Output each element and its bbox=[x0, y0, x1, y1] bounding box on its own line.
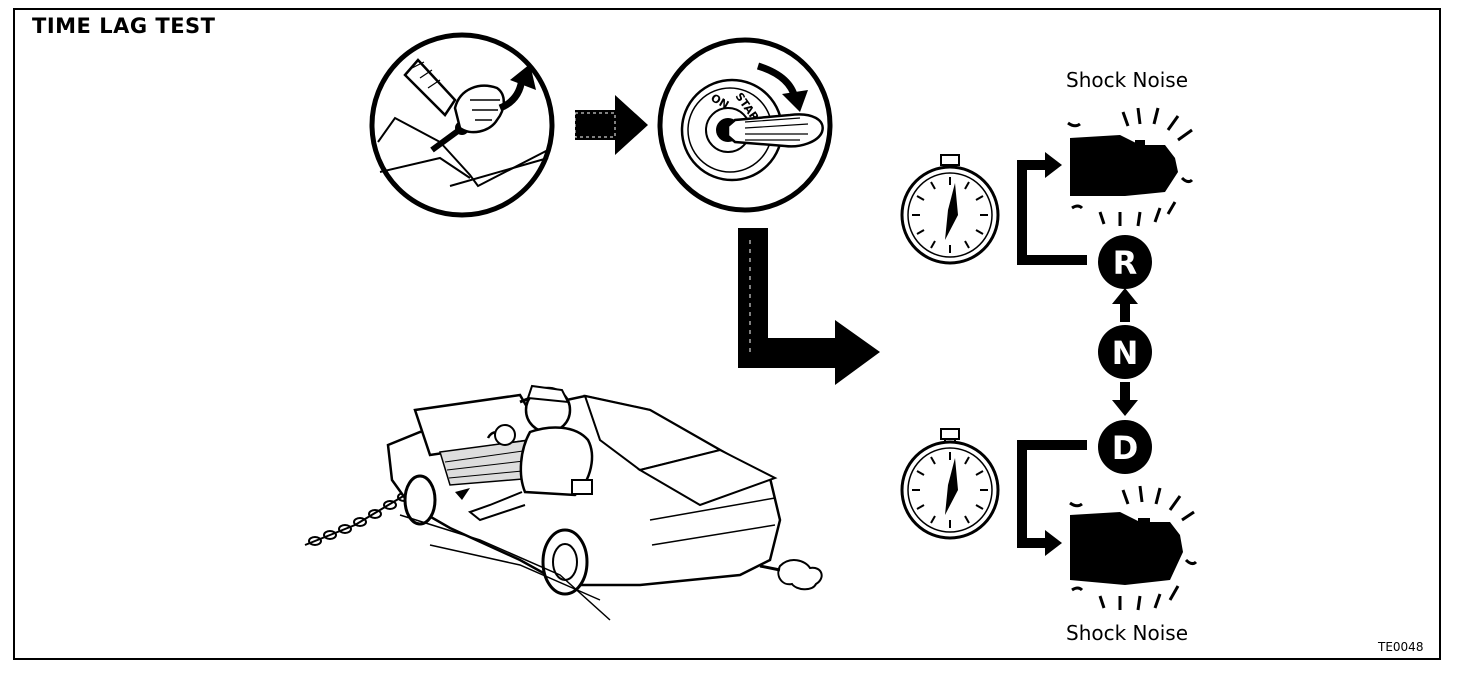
stopwatch-icon bbox=[900, 154, 1000, 265]
transmission-icon bbox=[1069, 485, 1198, 611]
ignition-key-icon: ON START bbox=[657, 37, 833, 213]
gear-d-label: D bbox=[1112, 429, 1139, 467]
arrow-down-right-icon bbox=[738, 228, 880, 385]
bracket-arrow-top bbox=[1017, 152, 1087, 265]
figure-code: TE0048 bbox=[1378, 640, 1424, 654]
shock-noise-label-bottom: Shock Noise bbox=[1066, 621, 1189, 645]
gear-r-label: R bbox=[1113, 244, 1138, 282]
stopwatch-icon bbox=[900, 428, 1000, 540]
car-icon bbox=[304, 384, 823, 621]
transmission-icon bbox=[1067, 107, 1194, 227]
arrow-right-icon bbox=[574, 95, 648, 155]
gear-n-label: N bbox=[1112, 334, 1139, 372]
bracket-arrow-bottom bbox=[1017, 440, 1087, 556]
parking-brake-icon bbox=[369, 32, 555, 218]
shock-noise-label-top: Shock Noise bbox=[1066, 68, 1189, 92]
gear-selector: R N D bbox=[1098, 235, 1152, 474]
diagram-title: TIME LAG TEST bbox=[32, 14, 216, 38]
